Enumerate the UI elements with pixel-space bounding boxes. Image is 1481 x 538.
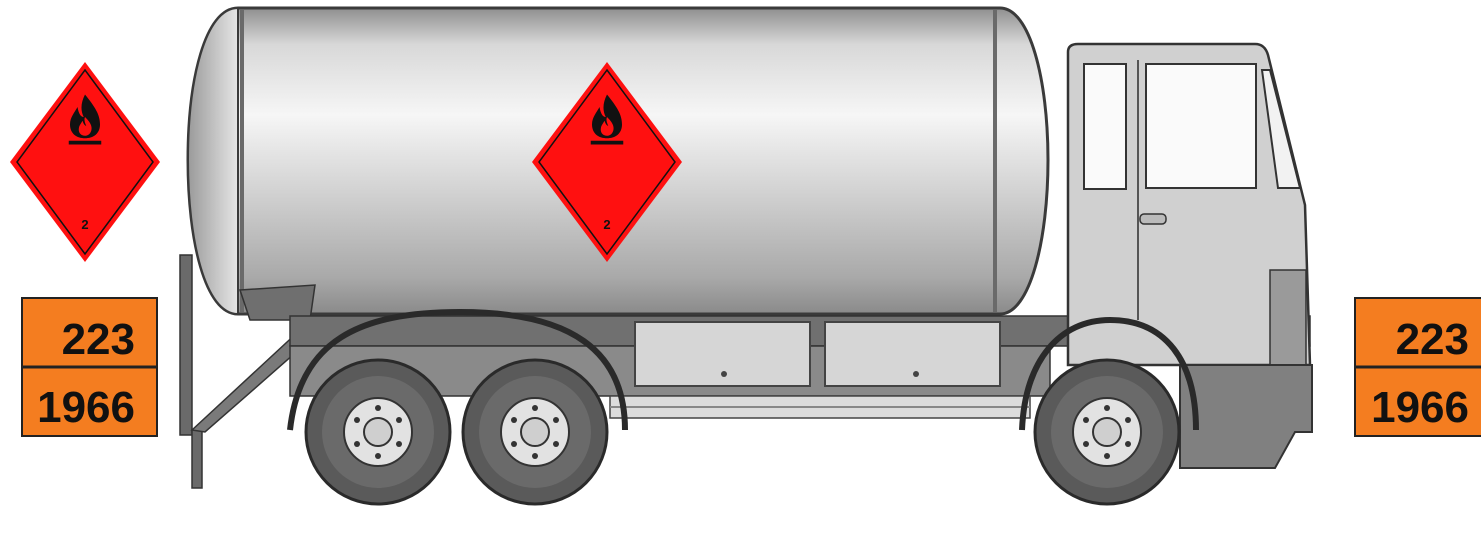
hazard-placard-left: 2 <box>10 62 160 262</box>
storage-box-front <box>825 322 1000 386</box>
placard-class-number: 2 <box>603 217 610 232</box>
cab-grille <box>1270 270 1306 365</box>
front-bumper <box>1180 365 1312 468</box>
orange-plate-left: 223 1966 <box>22 298 157 436</box>
placard-class-number: 2 <box>81 217 88 232</box>
cab-rear-window <box>1084 64 1126 189</box>
hazard-id-number: 223 <box>1396 315 1469 364</box>
wheel-rear-2 <box>463 360 607 504</box>
hazard-id-number: 223 <box>62 315 135 364</box>
wheel-rear-1 <box>306 360 450 504</box>
wheel-front <box>1035 360 1179 504</box>
orange-plate-right: 223 1966 <box>1355 298 1481 436</box>
un-number: 1966 <box>1371 383 1469 432</box>
un-number: 1966 <box>37 383 135 432</box>
cab-door-window <box>1146 64 1256 188</box>
door-handle <box>1140 214 1166 224</box>
tank-front-cap <box>188 8 238 314</box>
storage-box-rear <box>635 322 810 386</box>
